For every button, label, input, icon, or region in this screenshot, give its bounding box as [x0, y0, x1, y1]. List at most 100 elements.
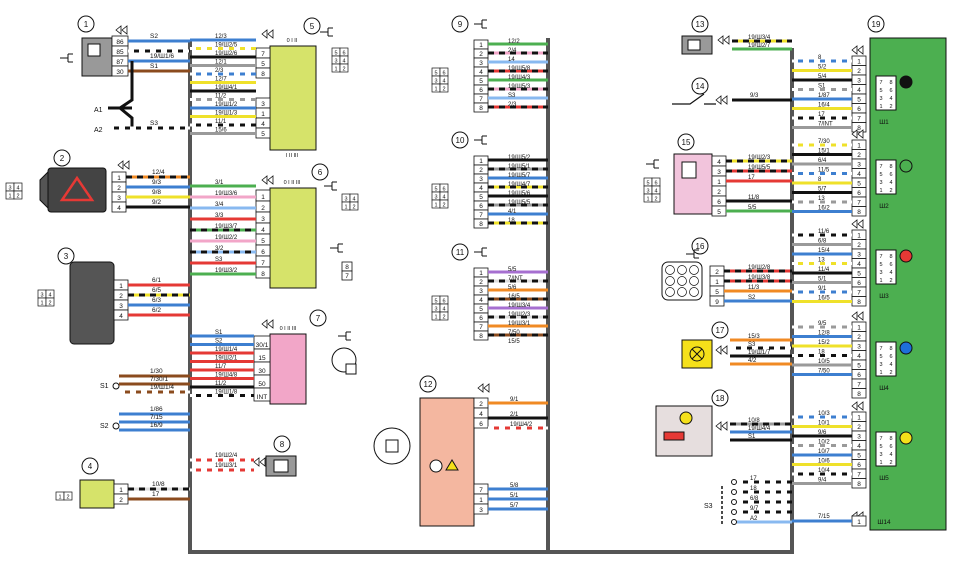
- block-4-body: [79, 479, 115, 509]
- component-13-label-badge: [691, 15, 709, 33]
- relay-8-wire-label: 19/Ш2/4: [215, 453, 238, 459]
- switch-5-wire-label: 11/1: [215, 119, 227, 125]
- connector-16-pin-hole: [677, 276, 687, 286]
- component-18-label-badge: [711, 389, 729, 407]
- block-19-face-pin: 6: [889, 172, 892, 178]
- connector-11-side-conn-pin: 5: [434, 299, 437, 305]
- module-12-warning-icon: [445, 459, 459, 471]
- switch-5-wire-label: 15/6: [215, 128, 227, 134]
- block-19-conn-4-pins-pin: 7: [857, 382, 861, 389]
- ignition-7-wire-label: 11/2: [215, 381, 227, 387]
- connector-16-pin-hole: [689, 287, 699, 297]
- connector-11-wire-label: 19/Ш2/3: [508, 312, 531, 318]
- block-19-conn-4-face: [875, 341, 897, 377]
- connector-16-wire-label: 19/Ш3/8: [748, 275, 771, 281]
- block-19-conn-1-name: Ш1: [879, 119, 889, 126]
- connector-16-wire-label: 19/Ш2/8: [748, 265, 771, 271]
- switch-14-wire-label: 9/3: [750, 93, 759, 99]
- connector-10-pins-pin: 2: [479, 167, 483, 174]
- block-19-face-pin: 6: [889, 444, 892, 450]
- point-s3-wire-label: A2: [750, 516, 758, 522]
- ignition-7-pins-pin: 30/1: [256, 342, 269, 349]
- relay-15-pins-a-pin: 1: [717, 179, 721, 186]
- switch-6-wire-label: 3/1: [215, 180, 224, 186]
- connector-10-side-conn-pin: 4: [442, 195, 445, 201]
- block-19-conn-4-wire-label: 12/8: [818, 331, 830, 337]
- block-3-wire-label: 6/1: [152, 277, 161, 284]
- connector-10-wire-label: 19/Ш5/1: [508, 164, 531, 170]
- block-19-conn-2-wire-label: 13: [818, 196, 825, 202]
- component-1-label: 1: [84, 20, 89, 29]
- connector-10-side-conn-pin: 2: [442, 203, 445, 209]
- block-4-pins-pin: 1: [119, 487, 123, 494]
- block-19-face-pin: 3: [879, 180, 882, 186]
- lamp-17-wire-label: 4/2: [748, 358, 757, 364]
- connector-16-pin-hole: [665, 265, 675, 275]
- block-19-conn-1-pins-pin: 5: [857, 97, 861, 104]
- component-7-label-badge: [309, 309, 327, 327]
- point-s2-wire-label: 16/9: [150, 422, 163, 429]
- block-19-conn-3-face: [875, 249, 897, 285]
- switch-6-pins-pin: 4: [261, 227, 265, 234]
- hazard-switch-mount: [39, 170, 49, 210]
- point-a1-label: A1: [94, 107, 103, 114]
- connector-11-fork: [474, 247, 487, 257]
- switch-5-wire-label: 12/3: [215, 34, 227, 40]
- relay-1-pins-pin: 30: [116, 69, 124, 76]
- block-3-pins-pin: 4: [119, 313, 123, 320]
- block-19-conn-5-pins-pin: 2: [857, 424, 861, 431]
- ignition-7-wire-label: 19/Ш2/1: [215, 356, 238, 362]
- block-19-conn-3-pins-pin: 7: [857, 290, 861, 297]
- switch-5-pins-b-pin: 1: [261, 111, 265, 118]
- hazard-side-conn-pin: 1: [8, 194, 11, 200]
- relay-8-wire-label: 19/Ш3/1: [215, 463, 238, 469]
- block-19-conn-3-pins-pin: 6: [857, 280, 861, 287]
- block-19-face-pin: 8: [889, 80, 892, 86]
- connector-10-pins-pin: 3: [479, 176, 483, 183]
- block-19-conn-5-pins-pin: 4: [857, 443, 861, 450]
- connector-9-side-conn-pin: 1: [434, 87, 437, 93]
- component-14-label: 14: [696, 82, 705, 91]
- module-12-wire-label: 9/1: [510, 397, 519, 403]
- connector-11-side-conn-pin: 4: [442, 307, 445, 313]
- block-19-face-pin: 2: [889, 104, 892, 110]
- block-19-face-pin: 8: [889, 346, 892, 352]
- block-19-conn-4-pins-pin: 3: [857, 344, 861, 351]
- switch-6-wire-label: 19/Ш3/6: [215, 191, 238, 197]
- block-19-face-pin: 3: [879, 270, 882, 276]
- component-6-label-badge: [311, 163, 329, 181]
- relay-15-coil: [681, 161, 697, 179]
- block-19-conn-3-indicator: [899, 249, 913, 263]
- block-19-conn-4-wire-label: 9/5: [818, 321, 827, 327]
- component-3-label: 3: [64, 252, 69, 261]
- block-19-conn-5-wire-label: 9/4: [818, 478, 827, 484]
- hazard-wire-label: 9/3: [152, 179, 161, 186]
- point-s3-node: [731, 489, 737, 495]
- hazard-triangle-icon: [59, 175, 95, 202]
- switch-6-wire-label: S3: [215, 257, 223, 263]
- point-s3-node: [731, 479, 737, 485]
- relay-15-wire-label: 19/Ш5/5: [748, 165, 771, 171]
- block-19-face-pin: 5: [879, 262, 882, 268]
- ignition-7-pins-pin: INT: [257, 394, 268, 401]
- block-19-face-pin: 6: [889, 88, 892, 94]
- connector-11-side-conn-pin: 6: [442, 299, 445, 305]
- connector-10-pins-pin: 5: [479, 194, 483, 201]
- relay-1-pins-pin: 86: [116, 39, 124, 46]
- component-19-label: 19: [872, 20, 881, 29]
- point-s2-label: S2: [100, 423, 109, 430]
- block-19-conn-1-pins-pin: 8: [857, 125, 861, 132]
- connector-10-pins-pin: 4: [479, 185, 483, 192]
- switch-6-side-conn-cell: [349, 201, 359, 211]
- switch-6-pins-pin: 8: [261, 271, 265, 278]
- component-14-label-badge: [691, 77, 709, 95]
- block-19-conn-4-name: Ш4: [879, 385, 889, 392]
- block-19-conn-1-pins-pin: 2: [857, 68, 861, 75]
- block-19-face-pin: 8: [889, 164, 892, 170]
- switch-6-pins-pin: 3: [261, 216, 265, 223]
- module-12-pins-b-pin: 3: [479, 507, 483, 514]
- switch-5-wire-label: 12/7: [215, 77, 227, 83]
- relay-15-side-conn-pin: 3: [646, 189, 649, 195]
- block-19-conn-2-pins-pin: 2: [857, 152, 861, 159]
